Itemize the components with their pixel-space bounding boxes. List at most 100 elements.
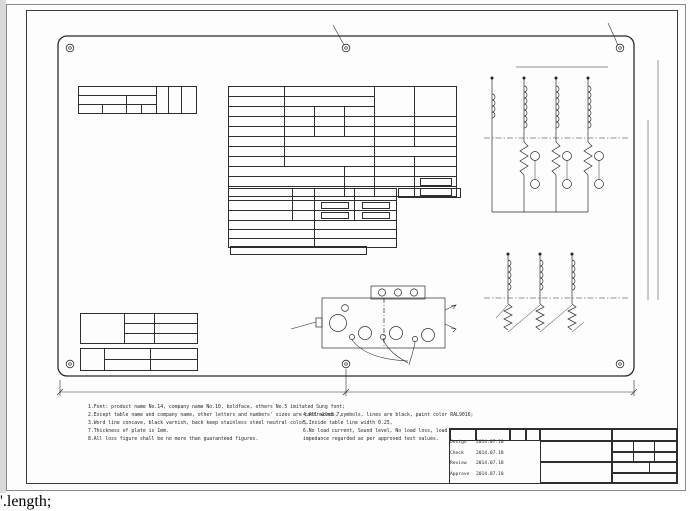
- format-label: [510, 429, 526, 441]
- noload-loss-label: [228, 229, 315, 239]
- insulation-title: [229, 245, 368, 256]
- impedance-header: [354, 188, 397, 201]
- mounting-hole: [65, 43, 75, 53]
- rated-current-label: [228, 126, 285, 137]
- load-loss-box: [314, 200, 355, 211]
- drawing-sheet: 1.Font: product name No.14, company name…: [0, 0, 686, 493]
- insulation-heat-value: [343, 166, 376, 177]
- mass-title: [398, 188, 461, 198]
- tap-position-header: [181, 86, 197, 114]
- year-box-cell: [414, 176, 458, 187]
- mounting-hole: [341, 43, 351, 53]
- series-col: [126, 104, 142, 114]
- product-series-value: [414, 116, 458, 127]
- revision-date-cell: [476, 429, 510, 441]
- power-header: [292, 188, 315, 201]
- title-block-empty: [612, 472, 677, 483]
- tech-requirements-right: 4.All words, symbols, lines are black, p…: [303, 412, 506, 444]
- scale-value-row: [612, 451, 677, 462]
- lv-current-value: [150, 359, 198, 371]
- altitude-label: [228, 146, 285, 157]
- tech-line: 4.All words, symbols, lines are black, p…: [303, 413, 474, 418]
- power-2: [292, 210, 315, 221]
- rated-power-value: [283, 96, 376, 107]
- current-hv2: [314, 126, 345, 137]
- combo-row-2: [228, 210, 293, 221]
- pages-row: [612, 462, 677, 473]
- tech-line: 6.No load current, Sound level, No load …: [303, 429, 506, 434]
- product-series-label: [374, 116, 416, 127]
- lv-voltage-value: [104, 359, 151, 371]
- mass-table: [398, 188, 461, 198]
- scan-gutter: [0, 0, 6, 493]
- power-1: [292, 200, 315, 211]
- sp-voltage-1: [154, 323, 198, 334]
- load-loss-header: [314, 188, 355, 201]
- standard-label: [374, 86, 416, 117]
- parallel-col: [141, 104, 157, 114]
- lv-group: [80, 348, 105, 371]
- hv2-header: [314, 106, 345, 117]
- combo-row-1: [228, 200, 293, 211]
- nameplate-title: [540, 441, 612, 462]
- lv-table: [80, 348, 198, 371]
- hv1-header: [284, 106, 315, 117]
- ambient-label: [228, 176, 345, 187]
- impedance-box: [354, 210, 397, 221]
- ambient-value: [343, 176, 376, 187]
- tech-line: impedance regarded as per approved test …: [303, 437, 439, 442]
- noload-loss-value: [314, 229, 397, 239]
- cooling-value: [283, 156, 376, 167]
- insulation-table: [229, 245, 368, 256]
- plate-graphics: [56, 22, 659, 396]
- altitude-value: [283, 146, 376, 157]
- tech-line: 7.Thickness of plate is 1mm.: [88, 429, 169, 434]
- tap-voltage-table: [78, 86, 197, 114]
- year-box: [419, 177, 452, 186]
- vacuum-value: [374, 166, 416, 177]
- current-lv: [343, 126, 376, 137]
- sp-switch-table: [80, 313, 198, 344]
- noload-current-value: [314, 220, 397, 230]
- positive-pressure-value: [414, 166, 458, 177]
- standard-list: [414, 86, 458, 117]
- type-value: [283, 86, 376, 97]
- series-col: [78, 104, 103, 114]
- vacuum-label: [374, 156, 416, 167]
- tech-line: 5.Inside table line width 0.25,: [303, 421, 393, 426]
- revision-cell: [450, 429, 476, 441]
- sp-pos-2: [124, 333, 155, 344]
- connection-diagram: [484, 66, 630, 333]
- voltage-lv: [343, 116, 376, 127]
- phases-value: [414, 136, 458, 147]
- tap-selector-header: [156, 86, 169, 114]
- insulation-heat-label: [228, 166, 345, 177]
- voltage-header: [78, 95, 127, 105]
- cooling-label: [228, 156, 285, 167]
- frequency-value: [414, 126, 458, 137]
- product-type: [540, 429, 612, 441]
- combo-header: [228, 188, 293, 201]
- phases-label: [374, 136, 416, 147]
- connection-symbol-label: [228, 136, 285, 147]
- type-label: [228, 86, 285, 97]
- title-block: Design2014.07.18Check2014.07.18Review201…: [449, 428, 678, 484]
- tech-line: 3.Word line concave, black varnish, back…: [88, 421, 308, 426]
- keep-with-header: [168, 86, 182, 114]
- rated-voltage-label: [228, 116, 285, 127]
- current-header: [126, 95, 157, 105]
- lv-header: [343, 106, 376, 117]
- tech-line: 2.Except table name and company name, ot…: [88, 413, 343, 418]
- rated-power-label: [228, 96, 285, 107]
- sheet-inner-frame: [26, 10, 678, 484]
- mark-weight-scale-row: [612, 441, 677, 452]
- tech-line: 8.All loss figure shall be no more than …: [88, 437, 259, 442]
- mounting-hole: [615, 43, 625, 53]
- tech-line: 1.Font: product name No.14, company name…: [88, 405, 346, 410]
- current-hv1: [284, 126, 315, 137]
- parallel-col: [102, 104, 127, 114]
- positive-pressure-label: [414, 156, 458, 167]
- format-value: [526, 429, 540, 441]
- connection-symbol-value: [283, 136, 376, 147]
- tech-requirements-left: 1.Font: product name No.14, company name…: [88, 404, 346, 444]
